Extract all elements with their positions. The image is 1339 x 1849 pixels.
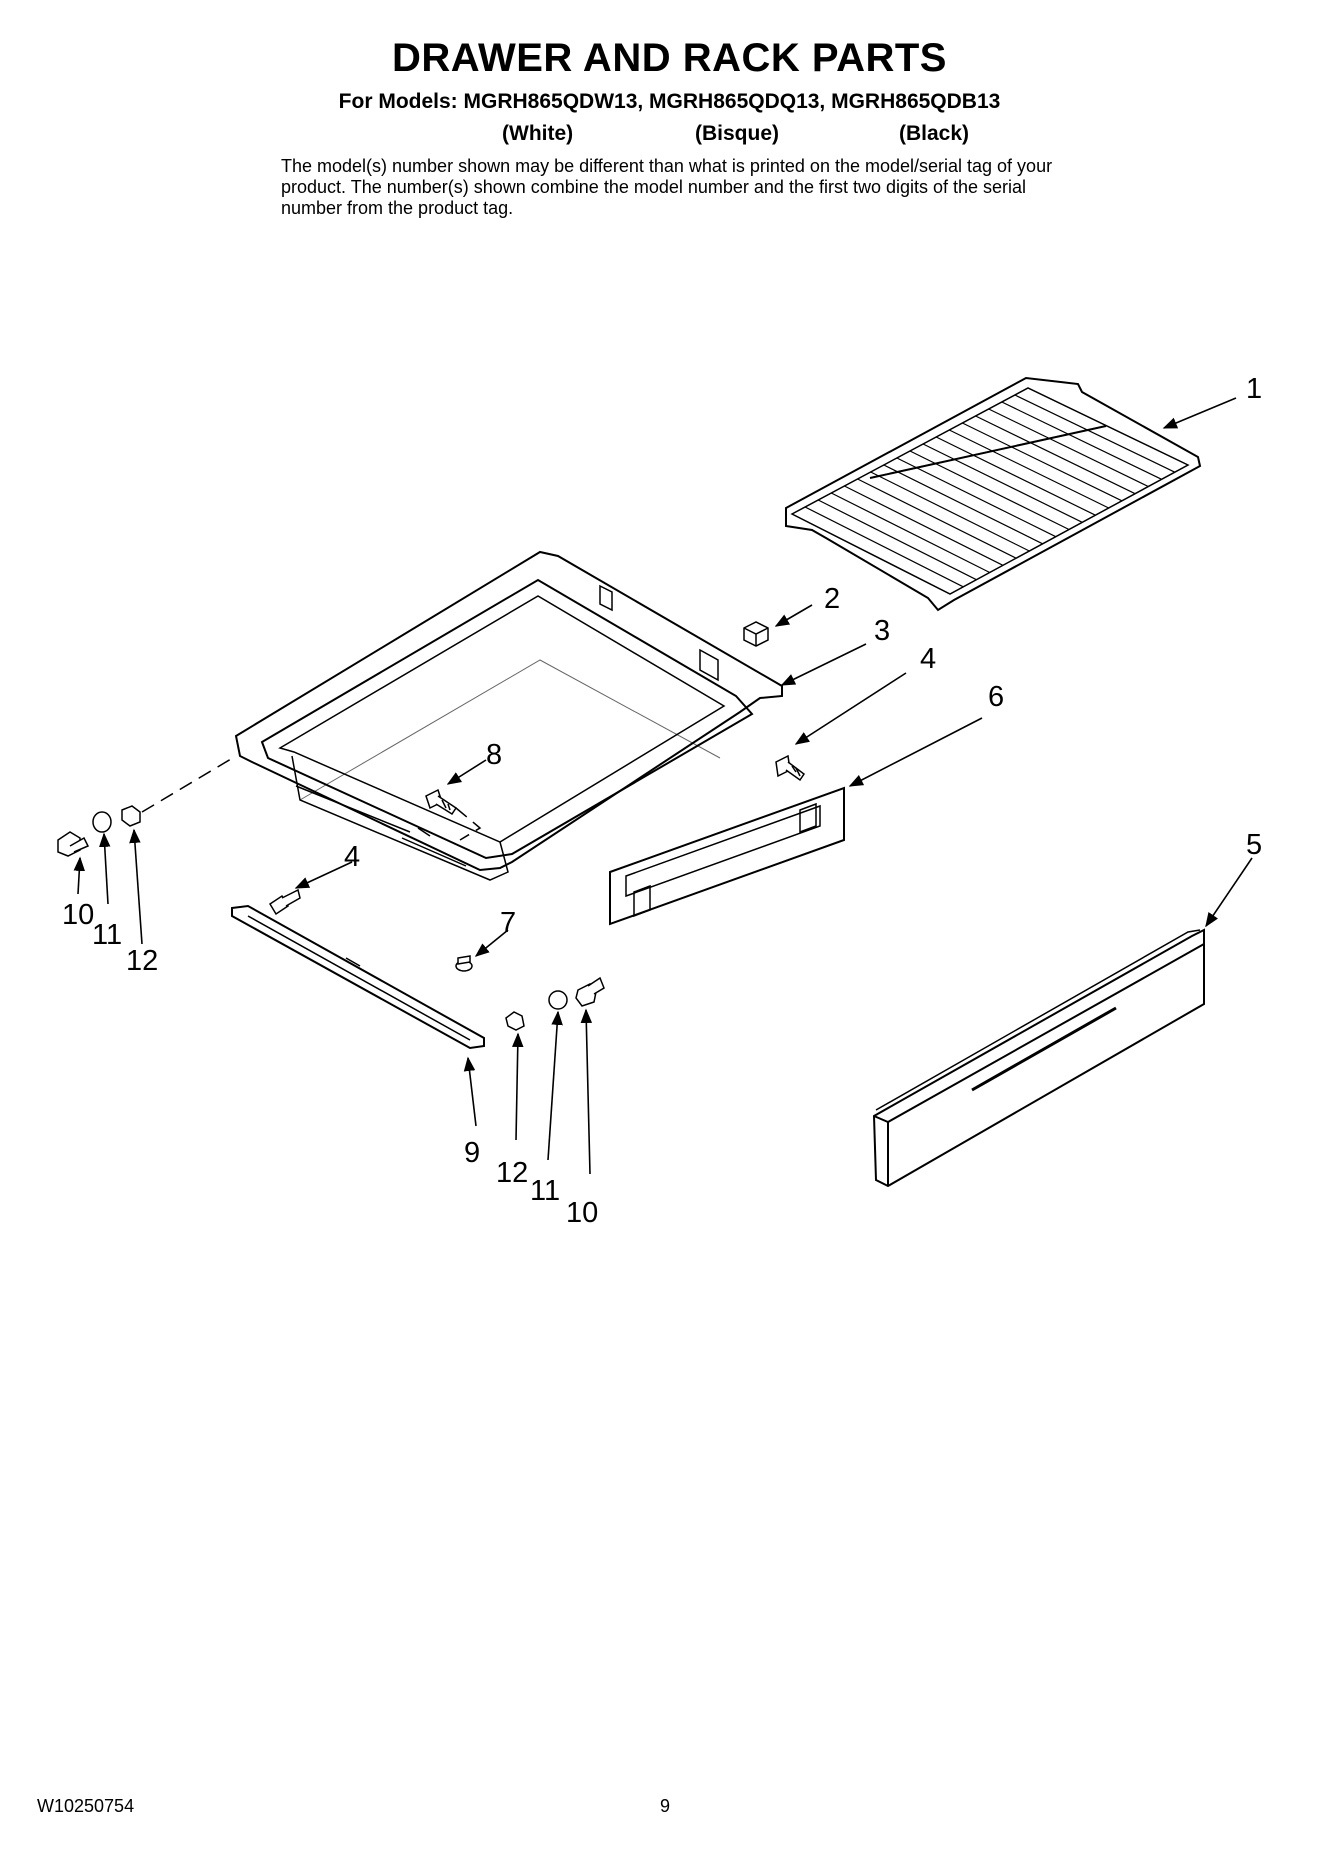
- side-rail: [609, 786, 845, 926]
- callout-1: 1: [1246, 373, 1262, 405]
- callout-2: 2: [824, 583, 840, 615]
- callout-8: 8: [486, 739, 502, 771]
- color-bisque: (Bisque): [695, 122, 779, 145]
- callout-10-lower: 10: [566, 1197, 598, 1229]
- models-line: For Models: MGRH865QDW13, MGRH865QDQ13, …: [338, 90, 1001, 113]
- callout-12-lower: 12: [496, 1157, 528, 1189]
- callout-6: 6: [988, 681, 1004, 713]
- color-white: (White): [502, 122, 574, 145]
- drawer-front-panel: [872, 928, 1205, 1188]
- lower-rail-strip: [231, 904, 485, 1050]
- clip-7: [455, 955, 473, 972]
- spacer-block: [743, 621, 769, 647]
- callout-9: 9: [464, 1137, 480, 1169]
- fastener-group-lower: [505, 976, 605, 1031]
- page-title: DRAWER AND RACK PARTS: [392, 36, 947, 80]
- model-number-note: The model(s) number shown may be differe…: [281, 156, 1053, 218]
- drawer-pan: [234, 550, 783, 881]
- callout-12-left: 12: [126, 945, 158, 977]
- callout-11-left: 11: [92, 919, 122, 951]
- callout-4-lower: 4: [344, 841, 360, 873]
- callout-11-lower: 11: [530, 1175, 560, 1207]
- oven-rack: [785, 376, 1202, 612]
- callout-7: 7: [500, 907, 516, 939]
- assembly-lines: [141, 755, 482, 841]
- fastener-group-left: [57, 805, 141, 857]
- color-black: (Black): [899, 122, 970, 145]
- callout-3: 3: [874, 615, 890, 647]
- callout-5: 5: [1246, 829, 1262, 861]
- screw-upper: [775, 754, 806, 782]
- callout-4-upper: 4: [920, 643, 936, 675]
- callout-10-left: 10: [62, 899, 94, 931]
- document-number: W10250754: [37, 1796, 135, 1816]
- screw-8: [425, 788, 458, 816]
- page-number: 9: [660, 1796, 671, 1816]
- screw-lower: [268, 888, 301, 916]
- leader-arrows: [73, 397, 1253, 1175]
